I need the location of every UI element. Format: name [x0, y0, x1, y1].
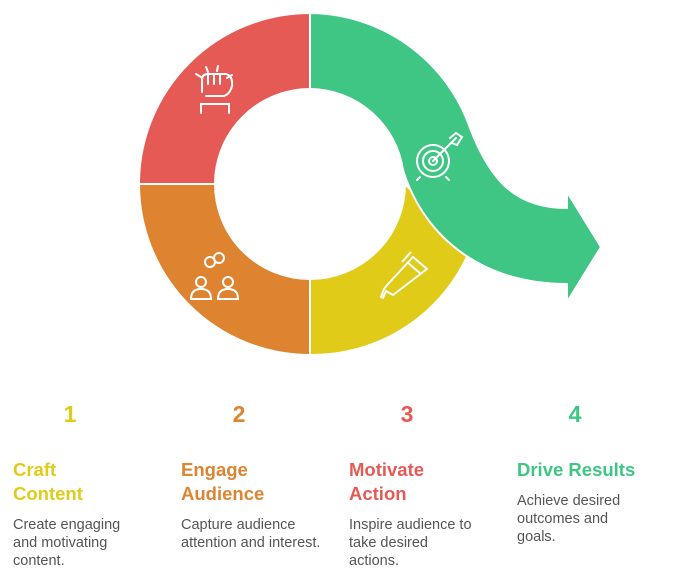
step-title-line: Content	[13, 483, 83, 504]
step-engage-audience: Engage Audience Capture audience attenti…	[181, 458, 341, 552]
step-title-line: Motivate	[349, 459, 425, 480]
step-title-line: Craft	[13, 459, 57, 480]
step-title: Craft Content	[13, 458, 173, 506]
target-icon	[416, 131, 464, 181]
step-title: Engage Audience	[181, 458, 341, 506]
step-title-line: Audience	[181, 483, 265, 504]
step-description: Achieve desired outcomes and goals.	[517, 493, 621, 545]
cycle-diagram	[137, 11, 603, 357]
step-number-4: 4	[568, 401, 582, 427]
fist-icon	[195, 65, 234, 114]
step-title: Drive Results	[517, 458, 676, 482]
people-icon	[189, 252, 240, 300]
step-drive-results: Drive Results Achieve desired outcomes a…	[517, 458, 676, 546]
step-craft-content: Craft Content Create engaging and motiva…	[13, 458, 173, 570]
step-title: Motivate Action	[349, 458, 509, 506]
step-description: Create engaging and motivating content.	[13, 517, 121, 569]
step-number-1: 1	[63, 401, 77, 427]
segment-drive-results-arrow	[309, 11, 603, 306]
segment-motivate	[137, 11, 311, 185]
step-description: Inspire audience to take desired actions…	[349, 517, 472, 569]
step-description: Capture audience attention and interest.	[181, 517, 321, 551]
step-number-3: 3	[400, 401, 414, 427]
segment-engage	[137, 183, 311, 357]
step-motivate-action: Motivate Action Inspire audience to take…	[349, 458, 509, 570]
step-title-line: Drive Results	[517, 459, 636, 480]
step-number-2: 2	[232, 401, 246, 427]
step-title-line: Engage	[181, 459, 248, 480]
step-title-line: Action	[349, 483, 407, 504]
pen-icon	[380, 251, 428, 299]
